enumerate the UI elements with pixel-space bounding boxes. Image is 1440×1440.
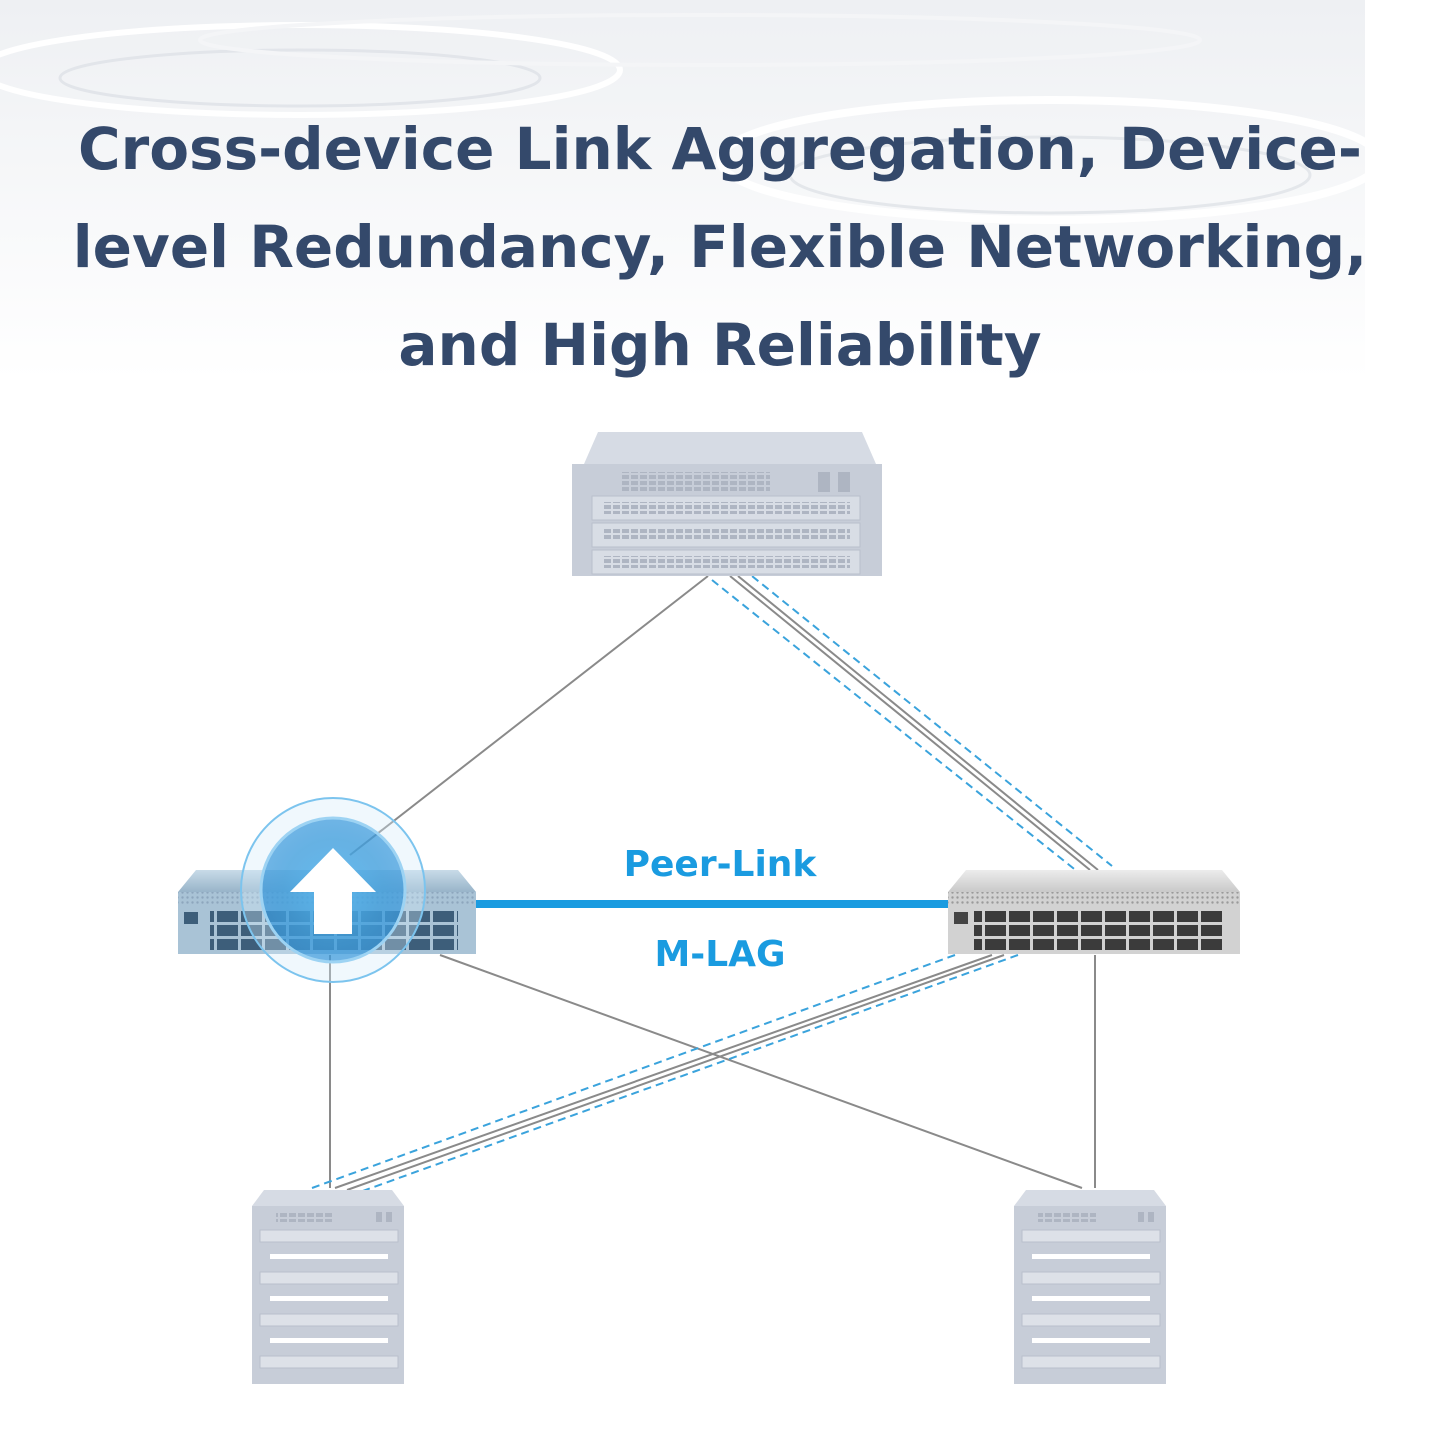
link-core-to-left-switch <box>349 575 709 856</box>
link-core-to-right-dashed-b <box>741 567 1113 867</box>
background-swirl <box>0 0 1384 380</box>
link-right-switch-to-left-server-a <box>334 954 993 1189</box>
link-lines <box>311 567 1113 1193</box>
link-core-to-right-dashed-a <box>711 579 1079 873</box>
link-core-to-right-switch-b <box>737 575 1099 871</box>
right-server <box>1014 1190 1166 1384</box>
link-left-switch-to-right-server <box>439 954 1083 1189</box>
title-line-2: level Redundancy, Flexible Networking, <box>72 213 1368 281</box>
mlag-label: M-LAG <box>654 934 785 975</box>
link-right-switch-to-left-server-dashed-b <box>359 954 1019 1193</box>
link-right-switch-to-left-server-dashed-a <box>311 954 956 1189</box>
up-arrow-icon <box>290 848 376 934</box>
title-line-3: and High Reliability <box>398 311 1042 379</box>
page-title: Cross-device Link Aggregation, Device- l… <box>40 100 1400 394</box>
link-right-switch-to-left-server-b <box>346 954 1005 1191</box>
left-server <box>252 1190 404 1384</box>
peer-link-label: Peer-Link <box>624 844 818 885</box>
link-core-to-right-switch-a <box>729 575 1091 871</box>
right-switch <box>948 870 1240 954</box>
title-line-1: Cross-device Link Aggregation, Device- <box>78 115 1362 183</box>
core-switch-stack <box>572 432 882 576</box>
